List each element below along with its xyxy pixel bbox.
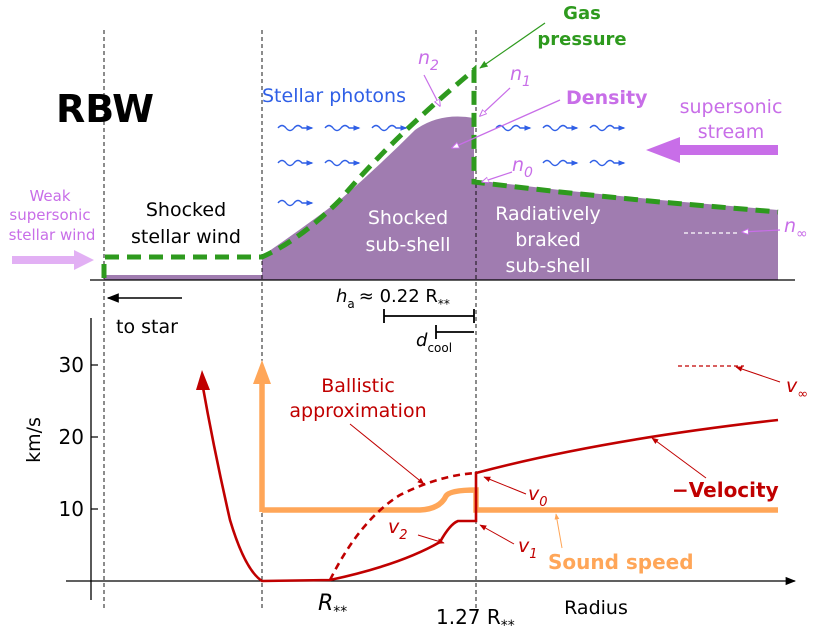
sound-speed-curve (259, 380, 778, 513)
v0-label: v0 (528, 483, 548, 510)
shocked-subshell-label-1: Shocked (368, 207, 448, 229)
y-tick-label-20: 20 (59, 425, 84, 449)
photon-wave (324, 124, 361, 132)
weak-wind-label-1: Weak (29, 187, 70, 205)
braked-subshell-label-1: Radiatively (495, 203, 601, 225)
shocked-subshell-label-2: sub-shell (365, 234, 450, 256)
density-label: Density (566, 87, 648, 109)
weak-wind-arrow (12, 250, 94, 270)
shocked-wind-label-1: Shocked (146, 199, 226, 221)
r-star-label: R** (318, 591, 347, 620)
v2-label: v2 (388, 516, 408, 543)
n-inf-label: n∞ (784, 215, 808, 242)
y-axis-label: km/s (23, 417, 45, 463)
y-tick-label-30: 30 (59, 353, 84, 377)
supersonic-stream-arrow (646, 137, 778, 163)
n1-pointer (480, 87, 511, 116)
title: RBW (56, 87, 154, 131)
v1-pointer (479, 524, 515, 545)
sound-speed-pointer (554, 513, 563, 549)
photon-wave (589, 159, 626, 167)
to-star-label: to star (116, 316, 178, 338)
v0-pointer (483, 476, 527, 495)
photon-wave (542, 124, 579, 132)
v-inf-pointer (735, 366, 781, 383)
v-inf-label: v∞ (786, 375, 808, 402)
n0-label: n0 (512, 154, 533, 181)
r-127-label: 1.27 R** (436, 605, 515, 634)
photon-wave (324, 159, 361, 167)
ballistic-label-1: Ballistic (321, 375, 395, 397)
braked-subshell-label-3: sub-shell (505, 255, 590, 277)
gas-pressure-pointer (479, 22, 546, 69)
gas-pressure-label-2: pressure (537, 29, 626, 50)
x-axis-label: Radius (564, 597, 628, 619)
y-ticks (91, 364, 98, 510)
photon-wave (277, 124, 314, 132)
n2-label: n2 (418, 47, 439, 74)
photon-wave (277, 199, 314, 207)
ballistic-pointer (349, 423, 425, 485)
density-pointer (452, 99, 561, 148)
weak-wind-label-2: supersonic (9, 206, 90, 224)
n1-label: n1 (510, 63, 531, 90)
v1-label: v1 (518, 535, 538, 562)
velocity-curve-inner (200, 381, 779, 583)
ballistic-label-2: approximation (289, 400, 426, 422)
supersonic-label-1: supersonic (680, 96, 783, 118)
photon-wave (542, 159, 579, 167)
ballistic-curve (328, 471, 477, 581)
dcool-label: dcool (416, 330, 452, 355)
photon-wave (277, 159, 314, 167)
velocity-pointer (651, 437, 707, 479)
v2-pointer (417, 534, 445, 544)
supersonic-label-2: stream (698, 121, 765, 143)
velocity-arrowhead (196, 370, 210, 390)
braked-subshell-label-2: braked (515, 229, 581, 251)
photon-wave (589, 124, 626, 132)
photon-wave (495, 124, 532, 132)
weak-wind-label-3: stellar wind (9, 226, 96, 244)
sound-speed-label: Sound speed (548, 550, 694, 574)
gas-pressure-label-1: Gas (563, 3, 601, 24)
velocity-label: −Velocity (672, 478, 779, 502)
n-inf-pointer (742, 230, 781, 232)
photon-wave (371, 124, 408, 132)
shocked-wind-label-2: stellar wind (131, 226, 241, 248)
gas-pressure-curve (101, 64, 779, 278)
sound-speed-arrowhead (253, 360, 271, 384)
shell-density-fill (104, 116, 778, 280)
photon-arrows (277, 124, 626, 207)
n2-pointer (423, 74, 440, 106)
n0-pointer (482, 171, 513, 182)
ha-label: ha≈ 0.22 R** (336, 286, 450, 311)
y-tick-label-10: 10 (59, 497, 84, 521)
stellar-photons-label: Stellar photons (262, 85, 406, 107)
